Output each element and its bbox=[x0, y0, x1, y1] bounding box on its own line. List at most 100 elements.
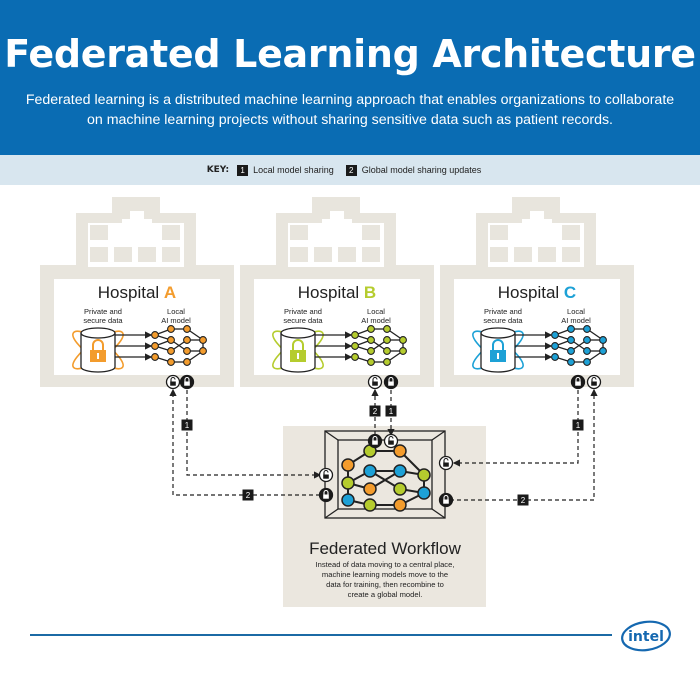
global-model-node bbox=[417, 468, 431, 482]
hospital-letter: C bbox=[564, 283, 576, 302]
model-node bbox=[183, 358, 191, 366]
hospital-title: Hospital C bbox=[498, 283, 576, 302]
global-model-node bbox=[417, 486, 431, 500]
hospital-building-icon bbox=[40, 197, 234, 387]
model-label: Local bbox=[567, 307, 585, 316]
intel-logo-text: intel bbox=[628, 629, 664, 645]
global-model-node bbox=[393, 482, 407, 496]
model-node bbox=[551, 331, 559, 339]
locked-icon bbox=[318, 487, 334, 503]
model-node bbox=[567, 336, 575, 344]
connector-badge-local: 1 bbox=[181, 419, 193, 431]
connector-badge-local: 1 bbox=[572, 419, 584, 431]
model-node bbox=[167, 325, 175, 333]
global-model-node bbox=[363, 464, 377, 478]
hospital-title: Hospital A bbox=[98, 283, 176, 302]
global-model-node bbox=[393, 444, 407, 458]
intel-logo: intel bbox=[621, 620, 671, 652]
model-node bbox=[567, 347, 575, 355]
federated-desc-line-4: create a global model. bbox=[348, 590, 423, 599]
data-label: Private and bbox=[484, 307, 522, 316]
model-node bbox=[551, 342, 559, 350]
hospital-name: Hospital bbox=[298, 283, 364, 302]
global-model-node bbox=[341, 476, 355, 490]
key-item-local: 1 Local model sharing bbox=[237, 164, 334, 176]
federated-workflow-panel: Federated Workflow Instead of data movin… bbox=[283, 426, 486, 607]
header-banner: Federated Learning Architecture Federate… bbox=[0, 0, 700, 155]
model-node bbox=[151, 342, 159, 350]
model-node bbox=[167, 336, 175, 344]
unlocked-icon bbox=[586, 374, 602, 390]
model-node bbox=[599, 336, 607, 344]
connector-badge-global: 2 bbox=[517, 494, 529, 506]
global-model-node bbox=[393, 464, 407, 478]
model-node bbox=[399, 347, 407, 355]
model-node bbox=[551, 353, 559, 361]
model-node bbox=[167, 358, 175, 366]
connector-a-local bbox=[186, 390, 322, 479]
locked-icon bbox=[179, 374, 195, 390]
model-node bbox=[367, 336, 375, 344]
local-ai-model-icon bbox=[351, 325, 407, 366]
global-model-node bbox=[393, 498, 407, 512]
hospital-title: Hospital B bbox=[298, 283, 376, 302]
connector-badge-local: 1 bbox=[385, 405, 397, 417]
model-node bbox=[583, 347, 591, 355]
locked-icon bbox=[438, 492, 454, 508]
data-label: Private and bbox=[284, 307, 322, 316]
model-node bbox=[351, 342, 359, 350]
model-node bbox=[183, 325, 191, 333]
model-label: AI model bbox=[561, 316, 591, 325]
local-ai-model-icon bbox=[151, 325, 207, 366]
model-node bbox=[183, 347, 191, 355]
key-badge-1: 1 bbox=[237, 164, 249, 176]
key-badge-2: 2 bbox=[345, 164, 357, 176]
model-node bbox=[367, 347, 375, 355]
unlocked-icon bbox=[383, 433, 399, 449]
svg-text:2: 2 bbox=[521, 496, 526, 505]
hospital-letter: A bbox=[164, 283, 176, 302]
unlocked-icon bbox=[318, 467, 334, 483]
global-model-node bbox=[363, 498, 377, 512]
model-node bbox=[367, 358, 375, 366]
locked-icon bbox=[383, 374, 399, 390]
hospital-letter: B bbox=[364, 283, 376, 302]
key-legend: KEY: 1 Local model sharing 2 Global mode… bbox=[0, 155, 700, 185]
model-node bbox=[383, 336, 391, 344]
connector-a-global bbox=[169, 388, 320, 496]
connector-c-local bbox=[452, 390, 579, 467]
unlocked-icon bbox=[438, 455, 454, 471]
data-label: secure data bbox=[83, 316, 123, 325]
model-label: Local bbox=[367, 307, 385, 316]
svg-text:1: 1 bbox=[576, 421, 581, 430]
local-ai-model-icon bbox=[551, 325, 607, 366]
model-node bbox=[199, 347, 207, 355]
secure-database-icon bbox=[272, 327, 324, 373]
federated-title: Federated Workflow bbox=[309, 539, 462, 558]
federated-desc-line-3: data for training, then recombine to bbox=[326, 580, 444, 589]
unlocked-icon bbox=[367, 374, 383, 390]
svg-text:2: 2 bbox=[373, 407, 378, 416]
unlocked-icon bbox=[165, 374, 181, 390]
secure-database-icon bbox=[472, 327, 524, 373]
svg-text:1: 1 bbox=[185, 421, 190, 430]
model-node bbox=[199, 336, 207, 344]
key-label: KEY: bbox=[206, 165, 230, 175]
footer-divider bbox=[30, 634, 612, 636]
hospital-name: Hospital bbox=[498, 283, 564, 302]
model-label: Local bbox=[167, 307, 185, 316]
model-node bbox=[599, 347, 607, 355]
model-node bbox=[383, 325, 391, 333]
hospital-name: Hospital bbox=[98, 283, 164, 302]
hospital-building-icon bbox=[240, 197, 434, 387]
model-node bbox=[399, 336, 407, 344]
model-node bbox=[183, 336, 191, 344]
model-node bbox=[383, 347, 391, 355]
model-node bbox=[167, 347, 175, 355]
global-model-node bbox=[341, 493, 355, 507]
lock-icon bbox=[290, 339, 306, 362]
model-node bbox=[351, 331, 359, 339]
locked-icon bbox=[367, 433, 383, 449]
